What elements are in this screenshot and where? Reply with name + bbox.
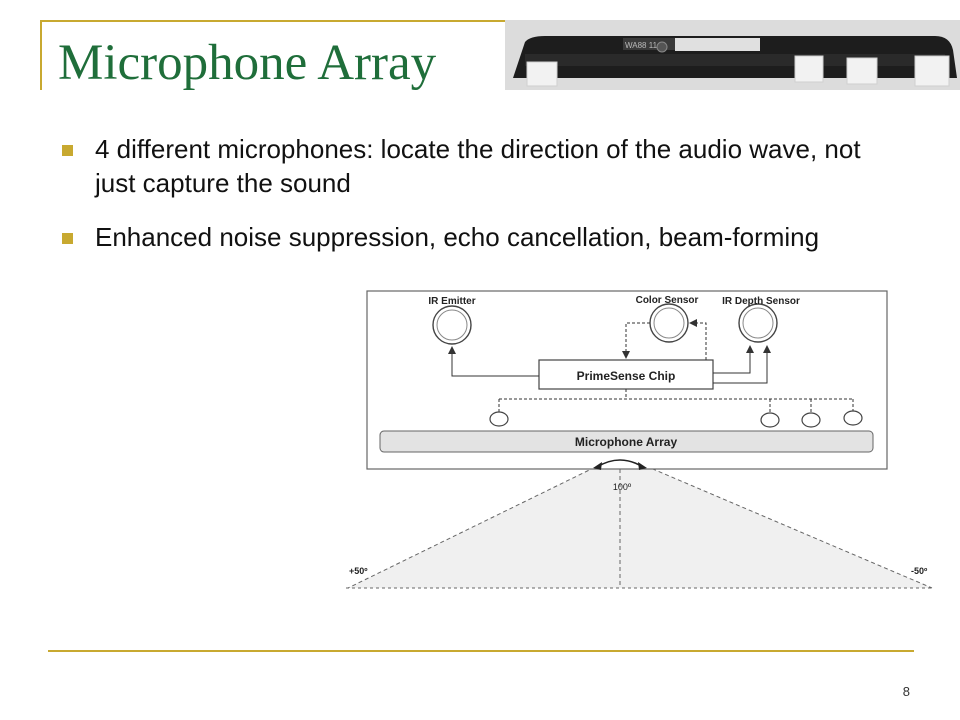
kinect-bar-photo: WA88 11 [505, 20, 960, 90]
bullet-marker [62, 233, 73, 244]
ir-emitter-circle [432, 305, 472, 345]
ir-emitter-label: IR Emitter [428, 296, 475, 307]
bullet-text: 4 different microphones: locate the dire… [95, 134, 861, 198]
primesense-chip-label: PrimeSense Chip [577, 369, 676, 383]
microphone-4 [843, 410, 863, 426]
microphone-array-bar [379, 430, 874, 453]
page-number: 8 [902, 684, 910, 699]
bullet-list: 4 different microphones: locate the dire… [62, 132, 902, 274]
bullet-marker [62, 145, 73, 156]
field-angle-label: 100º [613, 482, 632, 492]
microphone-3 [801, 412, 821, 428]
color-sensor-label: Color Sensor [636, 295, 699, 306]
photo-label-text: WA88 11 [625, 41, 658, 50]
ir-depth-sensor-circle [738, 303, 778, 343]
microphone-2 [760, 412, 780, 428]
microphone-array-label: Microphone Array [575, 435, 678, 449]
right-angle-label: -50º [911, 566, 928, 576]
decorative-top-line [40, 20, 505, 22]
footer-line [48, 650, 914, 652]
ir-depth-sensor-label: IR Depth Sensor [722, 296, 800, 307]
color-sensor-circle [649, 303, 689, 343]
bullet-text: Enhanced noise suppression, echo cancell… [95, 222, 820, 252]
bullet-item: 4 different microphones: locate the dire… [62, 132, 902, 200]
decorative-vertical-line [40, 20, 42, 90]
bullet-item: Enhanced noise suppression, echo cancell… [62, 220, 902, 254]
field-of-view-area [348, 455, 932, 588]
left-angle-label: +50º [349, 566, 368, 576]
microphone-1 [489, 411, 509, 427]
slide-title: Microphone Array [58, 35, 437, 91]
kinect-diagram: IR Emitter Color Sensor IR Depth Sensor … [346, 290, 934, 589]
